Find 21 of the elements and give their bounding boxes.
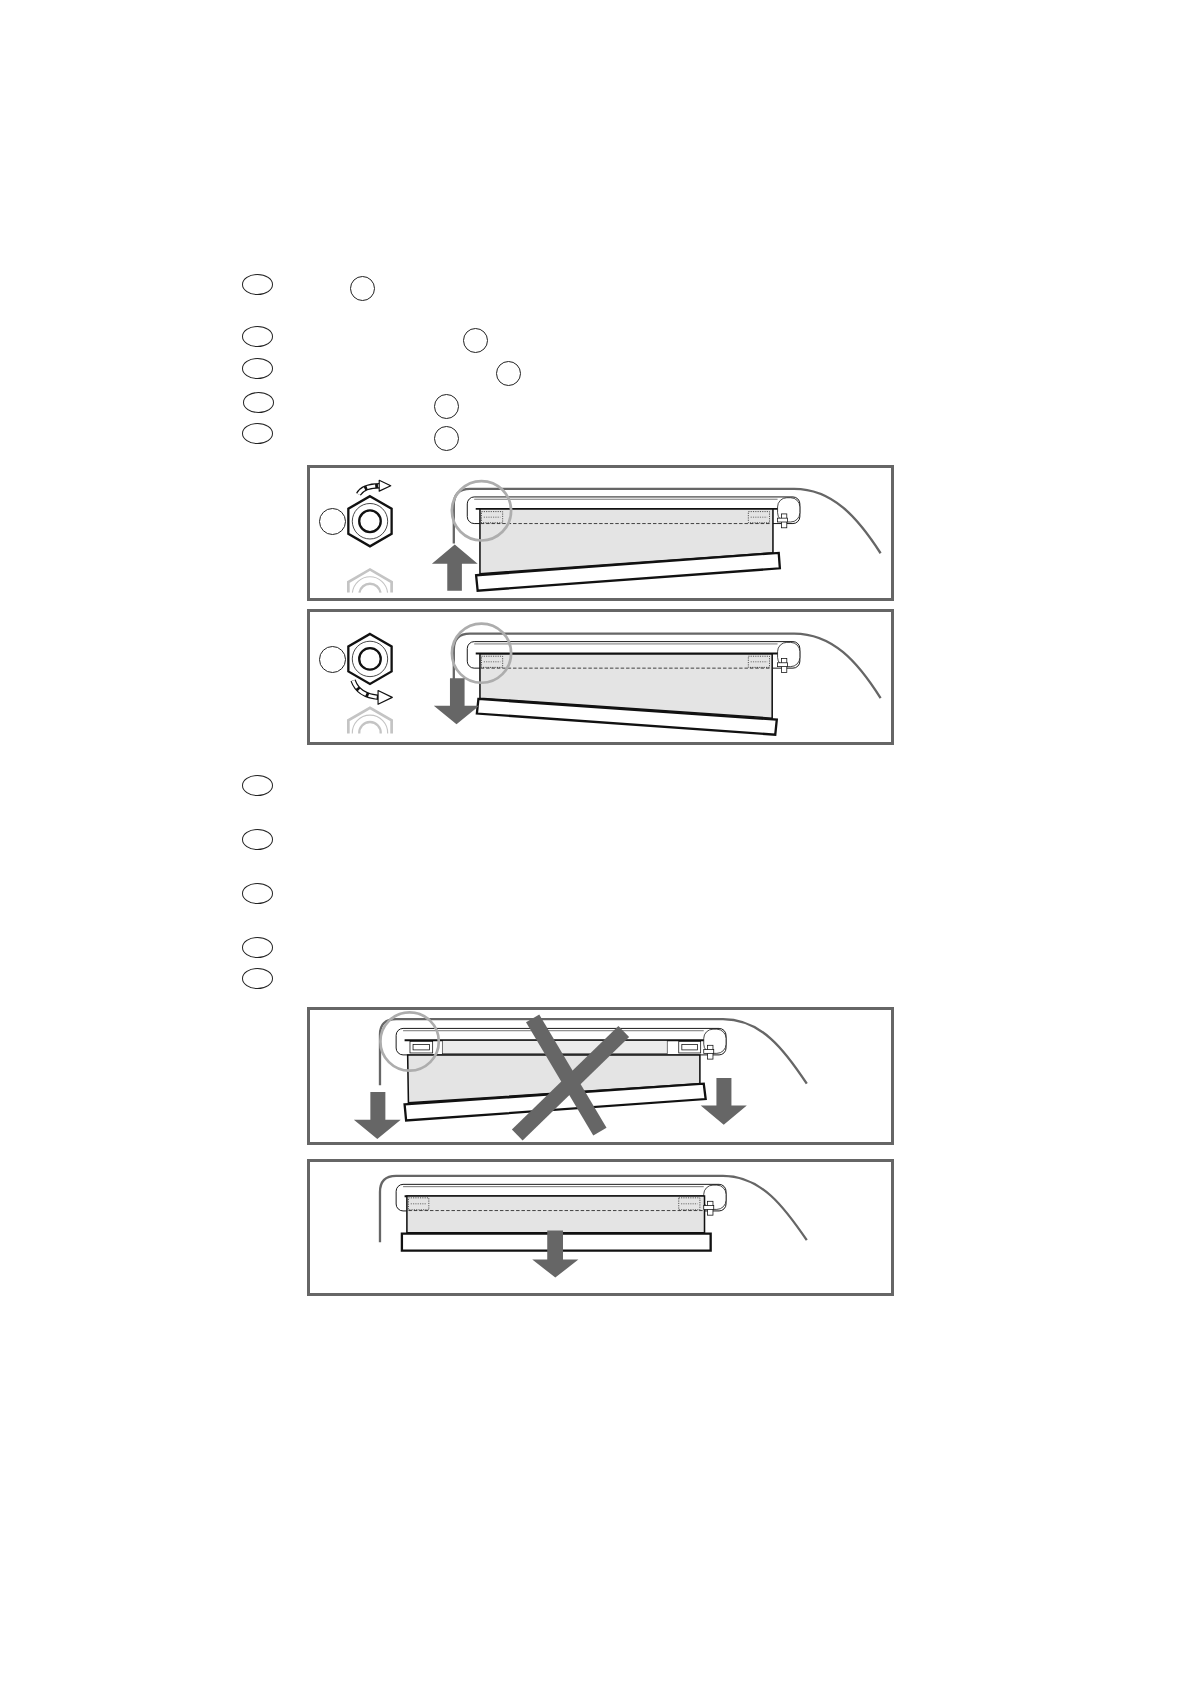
step-marker xyxy=(242,968,273,989)
reference-marker xyxy=(434,426,459,451)
reference-marker xyxy=(434,394,459,419)
step-marker xyxy=(242,423,273,444)
callout-marker xyxy=(319,646,346,673)
step-marker xyxy=(242,326,273,347)
illustration-panel xyxy=(307,1007,894,1145)
step-marker xyxy=(242,274,273,295)
step-marker xyxy=(242,883,273,904)
callout-marker xyxy=(319,508,346,535)
step-marker xyxy=(242,829,273,850)
illustration-panel xyxy=(307,609,894,745)
step-marker xyxy=(242,937,273,958)
step-marker xyxy=(243,392,274,413)
step-marker xyxy=(242,358,273,379)
illustration-panel xyxy=(307,1159,894,1296)
reference-marker xyxy=(463,328,488,353)
step-marker xyxy=(242,775,273,796)
reference-marker xyxy=(350,276,375,301)
illustration-panel xyxy=(307,465,894,601)
reference-marker xyxy=(496,361,521,386)
